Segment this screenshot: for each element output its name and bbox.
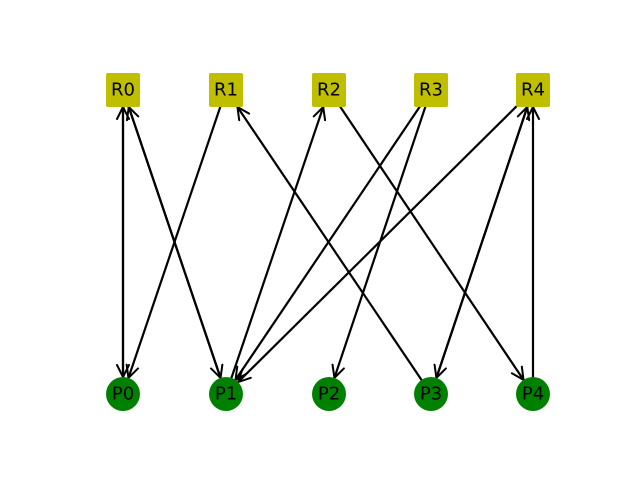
edge-r2-to-p4	[339, 105, 525, 381]
resource-node-r0: R0	[106, 73, 140, 107]
edge-p3-to-r1	[236, 105, 423, 382]
resource-box	[516, 73, 550, 107]
process-node-p2: P2	[312, 377, 346, 411]
resource-box	[106, 73, 140, 107]
process-label: P1	[215, 384, 237, 405]
resource-label: R3	[419, 80, 443, 101]
process-label: P4	[522, 384, 544, 405]
edge-r4-to-p1	[236, 105, 518, 384]
edge-p1-to-r2	[230, 105, 327, 379]
resource-box	[209, 73, 243, 107]
edge-r1-to-p0	[125, 105, 222, 379]
process-circle	[209, 377, 243, 411]
edge-p3-to-r4	[435, 105, 531, 379]
process-node-p3: P3	[414, 377, 448, 411]
resource-node-r2: R2	[312, 73, 346, 107]
resource-label: R0	[111, 80, 135, 101]
resource-label: R1	[214, 80, 238, 101]
resource-label: R4	[521, 80, 545, 101]
resource-label: R2	[317, 80, 341, 101]
resource-box	[414, 73, 448, 107]
process-circle	[516, 377, 550, 411]
edge-r3-to-p1	[234, 105, 421, 382]
process-circle	[414, 377, 448, 411]
process-circle	[106, 377, 140, 411]
edges-layer	[116, 105, 540, 384]
resource-node-r1: R1	[209, 73, 243, 107]
resource-node-r4: R4	[516, 73, 550, 107]
resource-node-r3: R3	[414, 73, 448, 107]
process-label: P0	[112, 384, 134, 405]
process-label: P2	[318, 384, 340, 405]
process-node-p1: P1	[209, 377, 243, 411]
process-node-p4: P4	[516, 377, 550, 411]
process-label: P3	[420, 384, 442, 405]
resource-box	[312, 73, 346, 107]
process-node-p0: P0	[106, 377, 140, 411]
process-circle	[312, 377, 346, 411]
